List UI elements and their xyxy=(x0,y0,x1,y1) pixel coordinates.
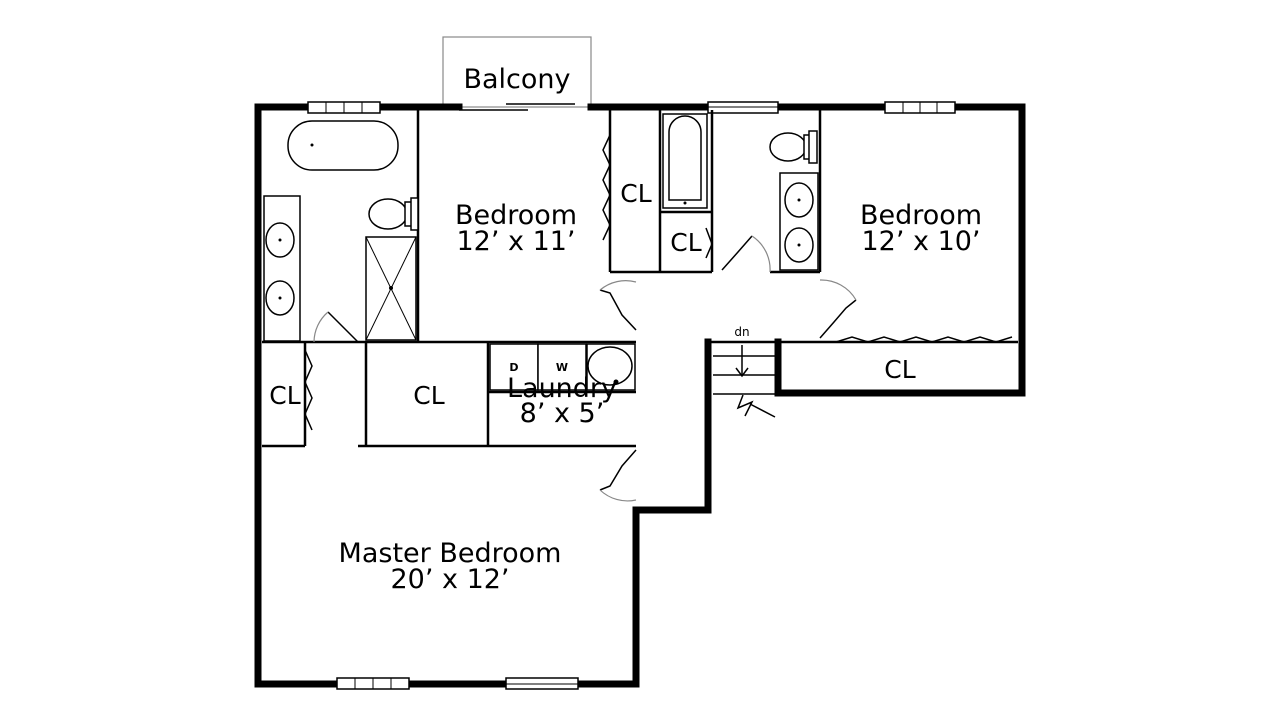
closet-label: CL xyxy=(620,179,651,208)
room-labels: Bedroom 12’ x 11’ Bedroom 12’ x 10’ Mast… xyxy=(269,179,982,595)
dryer-icon: D xyxy=(489,343,539,391)
laundry-size: 8’ x 5’ xyxy=(520,398,605,429)
sliding-door xyxy=(459,103,575,111)
shower-icon xyxy=(365,236,417,341)
closet-label: CL xyxy=(413,381,444,410)
windows xyxy=(307,101,956,690)
closet-label: CL xyxy=(670,228,701,257)
door xyxy=(599,449,637,502)
door xyxy=(313,311,359,343)
bedroom-top-size: 12’ x 11’ xyxy=(456,226,575,257)
master-bath-fixtures xyxy=(263,120,419,342)
window xyxy=(336,677,410,690)
hall-bath-fixtures xyxy=(662,113,819,271)
doors xyxy=(313,235,857,502)
utility-sink-icon xyxy=(586,343,636,391)
stairs: dn xyxy=(713,325,776,418)
window xyxy=(707,101,779,114)
balcony: Balcony xyxy=(442,36,592,108)
door xyxy=(721,235,771,273)
window xyxy=(884,101,956,114)
door xyxy=(599,280,637,331)
double-vanity-icon xyxy=(263,195,301,342)
window xyxy=(505,677,579,690)
bedroom-top-name: Bedroom xyxy=(455,200,577,231)
toilet-icon xyxy=(368,197,419,231)
balcony-label: Balcony xyxy=(463,64,570,95)
toilet-icon xyxy=(769,130,818,164)
closet-label: CL xyxy=(884,355,915,384)
master-bedroom-size: 20’ x 12’ xyxy=(390,564,509,595)
bedroom-right-size: 12’ x 10’ xyxy=(861,226,980,257)
laundry-fixtures: D W xyxy=(489,343,636,391)
bedroom-right-name: Bedroom xyxy=(860,200,982,231)
door xyxy=(819,279,857,339)
laundry-name: Laundry xyxy=(507,373,617,404)
dryer-label: D xyxy=(509,361,518,374)
bifold-doors xyxy=(304,134,1013,431)
interior-walls xyxy=(262,110,1018,448)
stairs-down-label: dn xyxy=(734,325,749,339)
window xyxy=(307,101,381,114)
master-bedroom-name: Master Bedroom xyxy=(339,538,562,569)
closet-label: CL xyxy=(269,381,300,410)
washer-icon: W xyxy=(537,343,587,391)
double-vanity-icon xyxy=(779,172,819,271)
bathtub-icon xyxy=(662,113,708,209)
washer-label: W xyxy=(556,361,568,374)
exterior-walls xyxy=(254,103,1026,688)
bathtub-icon xyxy=(287,120,399,171)
